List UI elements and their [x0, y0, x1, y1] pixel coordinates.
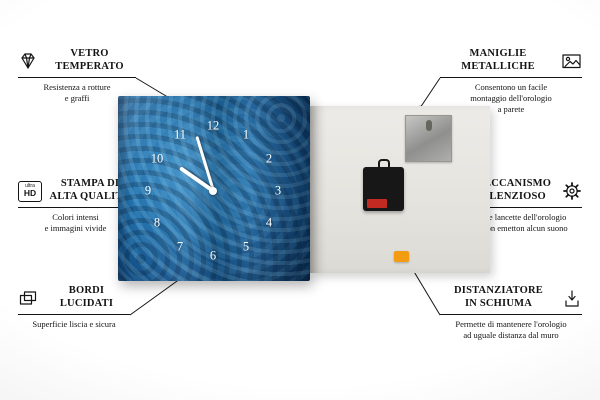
layers-icon — [18, 289, 38, 307]
callout-head: ultra HD STAMPA DI ALTA QUALITÀ — [18, 178, 133, 208]
callout-meccanismo-silenzioso: MECCANISMO SILENZIOSO — [468, 178, 582, 234]
ultra-hd-icon-text-top: ultra — [25, 183, 35, 190]
callout-subtitle: Resistenza a rotture e graffi — [43, 82, 111, 104]
spacer-icon — [562, 289, 582, 308]
picture-icon — [561, 52, 582, 70]
callout-head: MANIGLIE METALLICHE — [440, 48, 582, 78]
callout-head: MECCANISMO SILENZIOSO — [468, 178, 582, 208]
callout-subtitle: Superficie liscia e sicura — [32, 319, 116, 329]
callout-distanziatore-schiuma: DISTANZIATORE IN SCHIUMA Permette di man… — [440, 285, 582, 341]
callout-head: BORDI LUCIDATI — [18, 285, 130, 315]
callout-subtitle: Colori intensi e immagini vivide — [44, 212, 107, 234]
clock-number: 1 — [242, 127, 250, 142]
callout-title: STAMPA DI ALTA QUALITÀ — [49, 178, 131, 202]
clock-number: 2 — [265, 151, 273, 166]
callout-title: MECCANISMO SILENZIOSO — [473, 178, 552, 202]
callout-head: VETRO TEMPERATO — [18, 48, 136, 78]
diamond-icon — [18, 52, 38, 70]
callout-title: DISTANZIATORE IN SCHIUMA — [454, 285, 543, 309]
callout-maniglie-metalliche: MANIGLIE METALLICHE Consentono un facile… — [440, 48, 582, 115]
clock-number: 8 — [153, 215, 161, 230]
callout-subtitle: Consentono un facile montaggio dell'orol… — [470, 82, 552, 115]
gear-icon — [562, 181, 582, 201]
callout-title: MANIGLIE METALLICHE — [461, 48, 535, 72]
metal-hanging-plate — [405, 115, 452, 162]
callout-stampa-alta-qualita: ultra HD STAMPA DI ALTA QUALITÀ Colori i… — [18, 178, 133, 234]
clock-number: 5 — [242, 239, 250, 254]
callout-bordi-lucidati: BORDI LUCIDATI Superficie liscia e sicur… — [18, 285, 130, 330]
plate-keyhole-slot — [425, 120, 432, 131]
clock-back-view — [310, 106, 490, 273]
clock-number: 11 — [173, 127, 187, 142]
battery — [367, 199, 387, 208]
ultra-hd-icon-text-bottom: HD — [23, 188, 37, 199]
callout-vetro-temperato: VETRO TEMPERATO Resistenza a rotture e g… — [18, 48, 136, 104]
callout-title: BORDI LUCIDATI — [59, 285, 114, 309]
callout-subtitle: Permette di mantenere l'orologio ad ugua… — [455, 319, 567, 341]
clock-number: 3 — [274, 183, 282, 198]
clock-mechanism — [363, 159, 404, 211]
clock-number: 10 — [150, 151, 164, 166]
foam-spacer — [394, 251, 409, 262]
callout-title: VETRO TEMPERATO — [55, 48, 124, 72]
ultra-hd-icon: ultra HD — [18, 180, 42, 202]
clock-center-cap — [209, 187, 217, 195]
clock-number: 4 — [265, 215, 273, 230]
clock-number: 6 — [209, 248, 217, 263]
clock-number: 12 — [206, 118, 220, 133]
clock-front-view: 12 1 2 3 4 5 6 7 8 9 10 11 — [118, 96, 310, 281]
clock-number: 9 — [144, 183, 152, 198]
product-image: 12 1 2 3 4 5 6 7 8 9 10 11 — [118, 96, 490, 281]
mechanism-hook — [377, 159, 390, 168]
clock-number: 7 — [176, 239, 184, 254]
callout-head: DISTANZIATORE IN SCHIUMA — [440, 285, 582, 315]
